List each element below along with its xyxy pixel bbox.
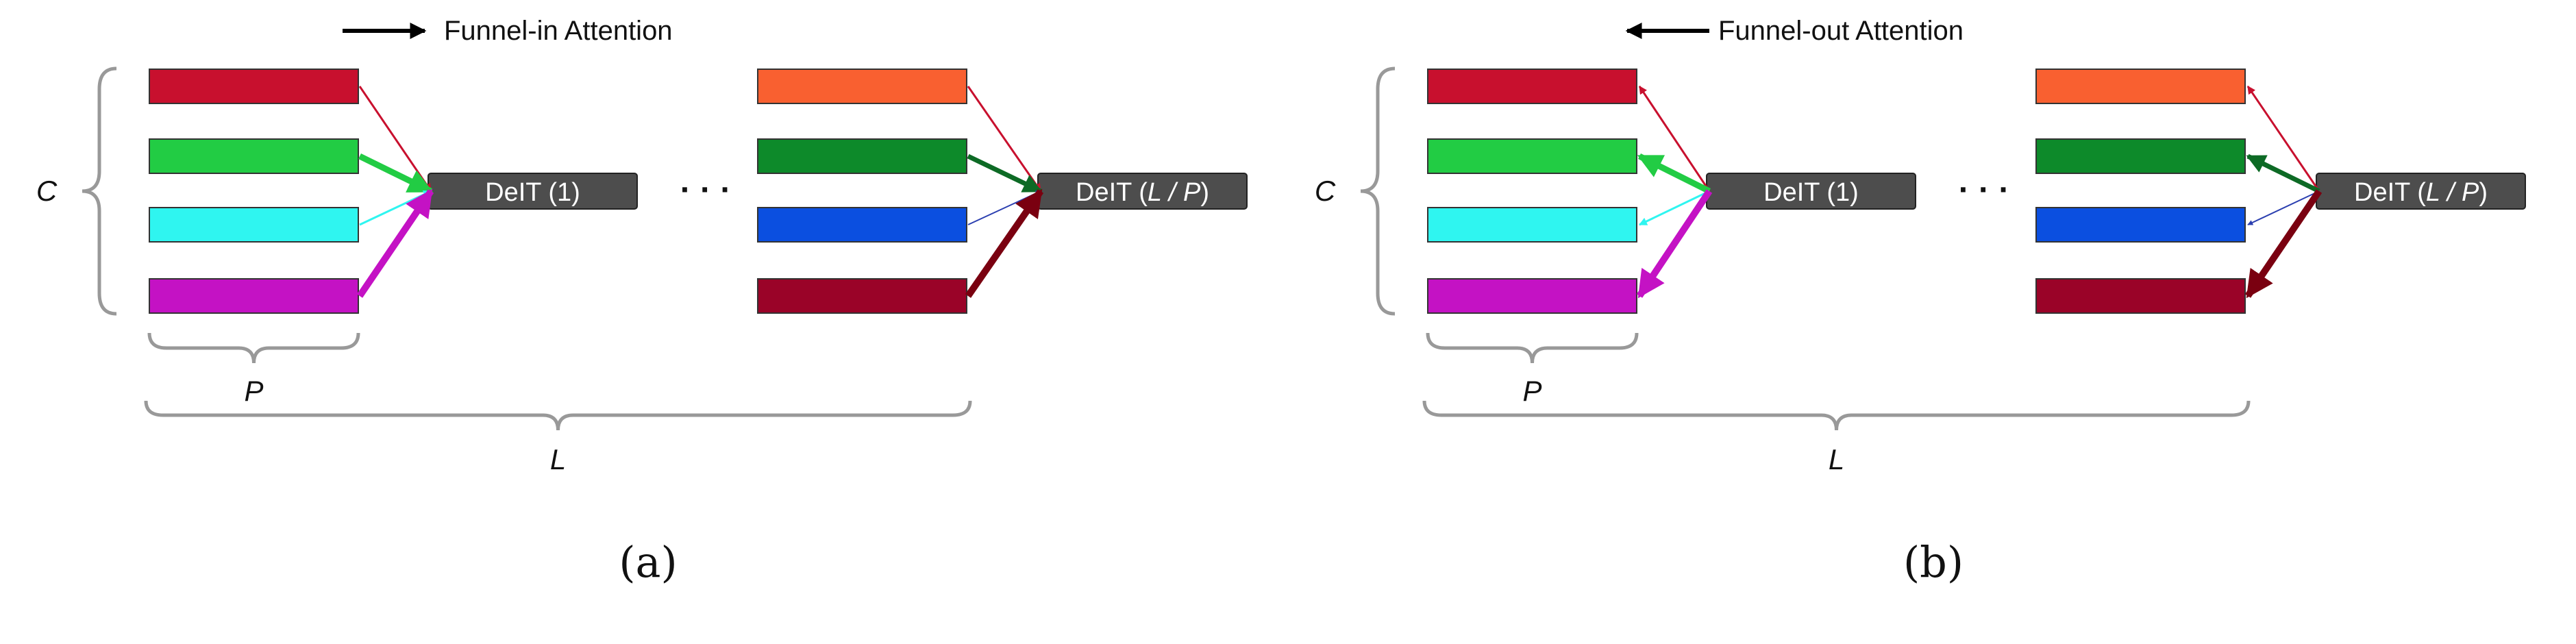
patch-bar-first-1	[1427, 69, 1637, 104]
patch-bar-first-2	[149, 138, 359, 174]
arrow-first-2	[1637, 153, 1711, 195]
patch-bar-last-1	[2035, 69, 2246, 104]
panel-caption: (a)	[619, 537, 677, 587]
brace-p	[1426, 332, 1639, 364]
arrow-last-2	[967, 153, 1043, 194]
brace-p	[147, 332, 360, 364]
arrow-first-2	[358, 153, 434, 195]
arrow-first-1	[1638, 86, 1711, 192]
deit-block-last-label: DeIT (L / P)	[1076, 178, 1209, 207]
patch-bar-last-4	[757, 278, 967, 314]
patch-bar-last-3	[2035, 207, 2246, 243]
ellipsis: · · ·	[1959, 172, 2010, 208]
patch-bar-first-2	[1427, 138, 1637, 174]
brace-l-label: L	[550, 443, 566, 475]
ellipsis: · · ·	[680, 172, 732, 208]
arrow-first-3	[1638, 190, 1710, 226]
brace-c-label: C	[1315, 175, 1336, 207]
panel-b: DeIT (1) DeIT (L / P) · · · C P L Funnel-out A…	[1315, 16, 2526, 587]
legend-label: Funnel-out Attention	[1718, 16, 1964, 46]
patch-bar-first-1	[149, 69, 359, 104]
deit-block-first-label: DeIT (1)	[1763, 178, 1859, 207]
brace-c	[1360, 66, 1396, 316]
brace-p-label: P	[1522, 375, 1541, 407]
brace-l	[1422, 400, 2251, 431]
brace-c	[82, 66, 117, 316]
deit-block-last-label: DeIT (L / P)	[2354, 178, 2488, 207]
panel-a: DeIT (1) DeIT (L / P) · · · C P L Funnel-in At…	[36, 16, 1248, 587]
arrow-last-3	[2247, 190, 2320, 225]
patch-bar-first-4	[149, 278, 359, 314]
brace-c-label: C	[36, 175, 58, 207]
patch-bar-first-3	[1427, 207, 1637, 243]
arrow-last-2	[2246, 153, 2320, 194]
patch-bar-last-1	[757, 69, 967, 104]
arrow-first-4	[356, 188, 434, 298]
patch-bar-last-2	[2035, 138, 2246, 174]
patch-bar-first-4	[1427, 278, 1637, 314]
patch-bar-first-3	[149, 207, 359, 243]
patch-bar-last-4	[2035, 278, 2246, 314]
legend-label: Funnel-in Attention	[444, 16, 673, 46]
arrow-last-4	[2244, 189, 2323, 299]
brace-l-label: L	[1829, 443, 1844, 475]
deit-block-first-label: DeIT (1)	[485, 178, 580, 207]
brace-p-label: P	[244, 375, 263, 407]
arrow-last-4	[965, 188, 1044, 298]
arrow-last-1	[967, 86, 1042, 192]
arrow-first-4	[1636, 189, 1713, 299]
patch-bar-last-2	[757, 138, 967, 174]
patch-bar-last-3	[757, 207, 967, 243]
arrow-last-1	[2246, 86, 2320, 192]
brace-l	[144, 400, 972, 431]
panel-caption: (b)	[1903, 537, 1964, 587]
